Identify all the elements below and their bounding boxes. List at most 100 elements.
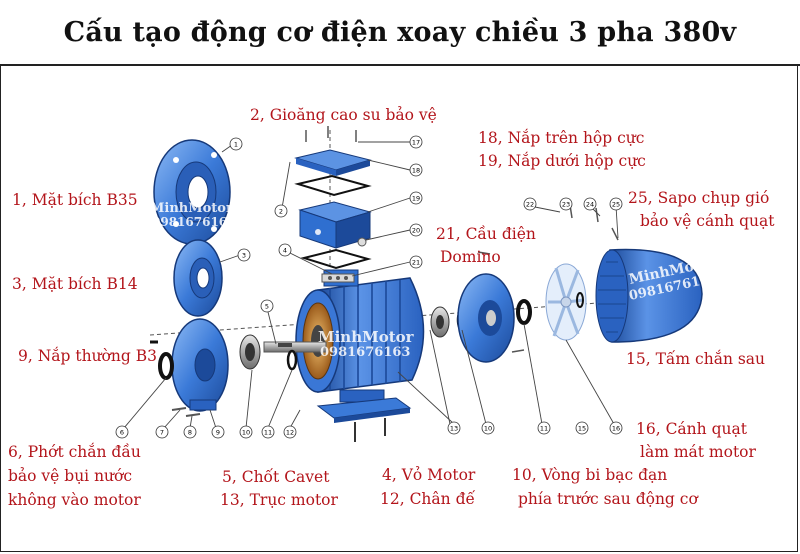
label-terminal-block-1: 21, Cầu điện [436, 225, 536, 243]
svg-text:10: 10 [242, 429, 250, 437]
part-bearing-rear [430, 306, 450, 338]
svg-text:20: 20 [412, 227, 420, 235]
callout-bubble: 13 [447, 421, 461, 435]
callout-bubble: 6 [115, 425, 129, 439]
callout-bubble: 8 [183, 425, 197, 439]
label-oil-seal-3: không vào motor [8, 491, 141, 509]
svg-text:22: 22 [526, 201, 534, 209]
callout-bubble: 15 [575, 421, 589, 435]
callout-bubble: 12 [283, 425, 297, 439]
svg-text:8: 8 [188, 429, 192, 437]
label-rear-shield: 15, Tấm chắn sau [626, 350, 766, 368]
svg-text:19: 19 [412, 195, 420, 203]
label-fan-cover-2: bảo vệ cánh quạt [640, 212, 775, 230]
part-gasket-bottom [300, 248, 372, 270]
label-end-cover-b3: 9, Nắp thường B3 [18, 347, 157, 365]
callout-bubble: 22 [523, 197, 537, 211]
part-oil-seal [158, 352, 174, 380]
label-terminal-cover-bottom: 19, Nắp dưới hộp cực [478, 152, 646, 170]
label-terminal-block-2: Domino [440, 248, 501, 266]
svg-text:10: 10 [484, 425, 492, 433]
callout-bubble: 9 [211, 425, 225, 439]
svg-text:1: 1 [234, 141, 238, 149]
watermark-brand-1: MinhMotor [150, 201, 233, 216]
label-fan-2: làm mát motor [640, 443, 756, 461]
part-flange-b35 [153, 139, 231, 245]
label-oil-seal-2: bảo vệ bụi nước [8, 467, 133, 485]
svg-text:16: 16 [612, 425, 620, 433]
label-bearing-1: 10, Vòng bi bạc đạn [512, 466, 668, 484]
callout-bubble: 10 [239, 425, 253, 439]
svg-text:18: 18 [412, 167, 420, 175]
part-motor-housing [295, 269, 425, 403]
part-cable-gland [357, 237, 367, 247]
part-terminal-box-cover-top [294, 149, 372, 176]
label-fan-1: 16, Cánh quạt [636, 420, 747, 438]
label-shaft: 13, Trục motor [220, 491, 338, 509]
callout-bubble: 10 [481, 421, 495, 435]
svg-text:4: 4 [283, 247, 287, 255]
svg-text:24: 24 [586, 201, 594, 209]
part-cooling-fan [545, 263, 587, 341]
callout-bubble: 25 [609, 197, 623, 211]
svg-text:3: 3 [242, 252, 246, 260]
callout-bubble: 2 [274, 204, 288, 218]
part-bolt [171, 407, 187, 411]
part-terminal-block-domino [321, 273, 355, 283]
callout-bubble: 20 [409, 223, 423, 237]
label-rubber-gasket: 2, Gioăng cao su bảo vệ [250, 106, 437, 124]
callout-bubble: 11 [261, 425, 275, 439]
svg-text:21: 21 [412, 259, 420, 267]
callout-bubble: 17 [409, 135, 423, 149]
callout-group: 1 2 3 4 5 6 7 8 9 10 11 12 13 10 11 15 1… [115, 135, 623, 439]
label-base-foot: 12, Chân đế [380, 490, 476, 508]
title-bar: Cấu tạo động cơ điện xoay chiều 3 pha 38… [0, 0, 800, 66]
callout-bubble: 5 [260, 299, 274, 313]
part-rear-end-shield [457, 273, 515, 363]
part-flange-b14 [173, 239, 223, 317]
callout-bubble: 1 [229, 137, 243, 151]
callout-bubble: 19 [409, 191, 423, 205]
svg-text:6: 6 [120, 429, 124, 437]
part-retaining-ring [286, 349, 298, 371]
svg-text:2: 2 [279, 208, 283, 216]
part-rear-seal [516, 299, 532, 325]
svg-text:12: 12 [286, 429, 294, 437]
part-end-cover-b3 [171, 318, 229, 412]
callout-bubble: 11 [537, 421, 551, 435]
part-fan-cover [595, 248, 703, 343]
svg-text:7: 7 [160, 429, 164, 437]
callout-bubble: 16 [609, 421, 623, 435]
callout-bubble: 23 [559, 197, 573, 211]
label-flange-b14: 3, Mặt bích B14 [12, 275, 138, 293]
svg-text:5: 5 [265, 303, 269, 311]
svg-text:13: 13 [450, 425, 458, 433]
label-flange-b35: 1, Mặt bích B35 [12, 191, 138, 209]
callout-bubble: 18 [409, 163, 423, 177]
watermark-phone-2: 0981676163 [320, 345, 410, 360]
callout-bubble: 3 [237, 248, 251, 262]
label-oil-seal-1: 6, Phớt chắn đầu [8, 443, 141, 461]
part-gasket-top [294, 174, 372, 197]
part-bearing-front [239, 334, 261, 370]
watermark-brand-2: MinhMotor [318, 328, 415, 346]
svg-text:15: 15 [578, 425, 586, 433]
callout-bubble: 21 [409, 255, 423, 269]
label-housing: 4, Vỏ Motor [382, 466, 476, 484]
part-base-foot [316, 397, 412, 442]
callout-bubble: 7 [155, 425, 169, 439]
watermark-phone-1: 0981676163 [152, 215, 236, 229]
svg-text:11: 11 [540, 425, 548, 433]
label-fan-cover-1: 25, Sapo chụp gió [628, 189, 770, 207]
callout-bubble: 4 [278, 243, 292, 257]
label-bearing-2: phía trước sau động cơ [518, 490, 698, 508]
svg-text:11: 11 [264, 429, 272, 437]
svg-text:9: 9 [216, 429, 220, 437]
svg-text:25: 25 [612, 201, 620, 209]
callout-bubble: 24 [583, 197, 597, 211]
label-terminal-cover-top: 18, Nắp trên hộp cực [478, 129, 645, 147]
svg-text:23: 23 [562, 201, 570, 209]
svg-text:17: 17 [412, 139, 420, 147]
watermark-group: MinhMotor 0981676163 MinhMotor 098167616… [150, 201, 719, 360]
